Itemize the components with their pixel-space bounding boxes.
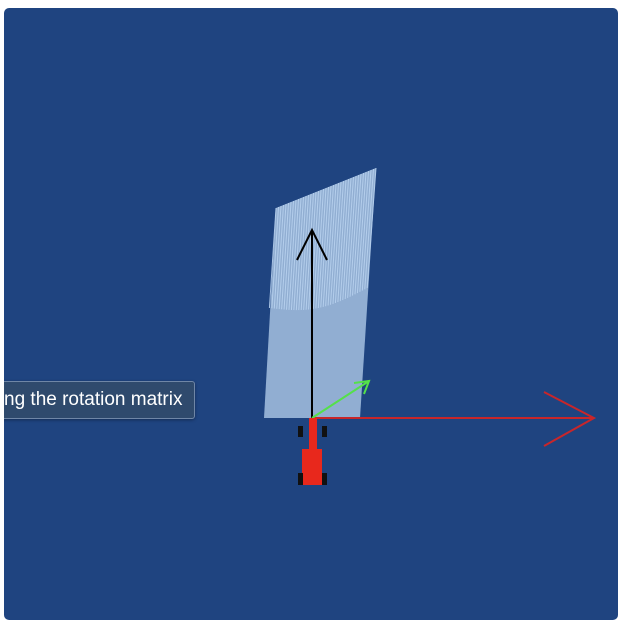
ray bbox=[300, 194, 309, 311]
tooltip: ng the rotation matrix bbox=[4, 381, 196, 419]
x-axis-arrow bbox=[312, 391, 597, 447]
ray-fan bbox=[264, 167, 377, 418]
ray bbox=[322, 185, 332, 307]
z-axis-line bbox=[311, 380, 370, 419]
ray bbox=[344, 176, 354, 300]
ray bbox=[315, 188, 324, 309]
vehicle-front bbox=[309, 418, 317, 453]
scene-canvas[interactable] bbox=[4, 8, 618, 620]
ray bbox=[320, 186, 329, 308]
ray bbox=[364, 168, 374, 290]
ray bbox=[359, 170, 369, 292]
ray bbox=[276, 204, 284, 309]
wheel-rear-right bbox=[322, 473, 327, 485]
ray bbox=[361, 169, 372, 291]
ray bbox=[288, 199, 297, 310]
ray bbox=[337, 179, 347, 303]
ray bbox=[290, 198, 299, 311]
ray bbox=[298, 195, 307, 311]
ray bbox=[356, 171, 367, 294]
ray bbox=[305, 192, 314, 310]
ray bbox=[283, 201, 292, 310]
ray bbox=[286, 200, 294, 310]
ray bbox=[349, 174, 359, 297]
y-axis-head bbox=[296, 227, 328, 261]
ray bbox=[339, 178, 349, 302]
ray bbox=[330, 182, 339, 305]
ray bbox=[332, 181, 342, 304]
wheel-front-left bbox=[298, 426, 303, 437]
wheel-front-right bbox=[322, 426, 327, 437]
vehicle-body bbox=[302, 449, 322, 485]
ray bbox=[278, 203, 287, 310]
ray bbox=[327, 183, 337, 306]
ray bbox=[273, 205, 282, 309]
ray bbox=[366, 167, 377, 289]
tooltip-text: ng the rotation matrix bbox=[4, 389, 183, 410]
ray bbox=[325, 184, 334, 307]
z-axis-head bbox=[353, 379, 371, 395]
ray bbox=[271, 206, 279, 309]
ray bbox=[347, 175, 357, 298]
ray bbox=[317, 187, 327, 309]
ray bbox=[342, 177, 352, 301]
z-axis-arrow bbox=[311, 379, 371, 419]
ray bbox=[354, 172, 364, 295]
ray bbox=[303, 193, 312, 310]
3d-viewport[interactable]: ng the rotation matrix bbox=[4, 8, 618, 620]
ray bbox=[281, 202, 289, 310]
car-icon[interactable] bbox=[298, 418, 327, 485]
wheel-rear-left bbox=[298, 473, 303, 485]
y-axis-arrow bbox=[296, 227, 328, 418]
x-axis-head bbox=[543, 391, 597, 447]
ray bbox=[293, 197, 302, 311]
ray bbox=[268, 207, 277, 309]
ray bbox=[352, 173, 362, 296]
ray bbox=[312, 189, 322, 309]
ray bbox=[334, 180, 344, 304]
